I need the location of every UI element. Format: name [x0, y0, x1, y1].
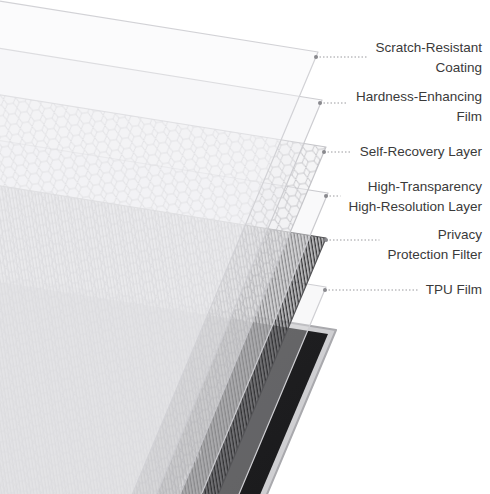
leader-line	[326, 240, 379, 241]
leader-dot	[318, 101, 322, 105]
scratch-layer	[0, 0, 318, 494]
leader-dot	[324, 238, 328, 242]
layer-label: Hardness-Enhancing Film	[342, 87, 482, 127]
leader-dot	[322, 150, 326, 154]
layer-label: TPU Film	[426, 280, 482, 300]
leader-line	[320, 103, 348, 104]
layer-label: Privacy Protection Filter	[376, 225, 482, 265]
layer-label: Scratch-Resistant Coating	[360, 38, 482, 78]
leader-dot	[314, 55, 318, 59]
leader-dot	[324, 194, 328, 198]
layer-label: Self-Recovery Layer	[360, 142, 482, 162]
leader-line	[326, 196, 340, 197]
leader-line	[324, 152, 352, 153]
leader-line	[316, 57, 367, 58]
layer-label: High-Transparency High-Resolution Layer	[340, 177, 482, 217]
leader-dot	[323, 288, 327, 292]
leader-line	[325, 290, 418, 291]
